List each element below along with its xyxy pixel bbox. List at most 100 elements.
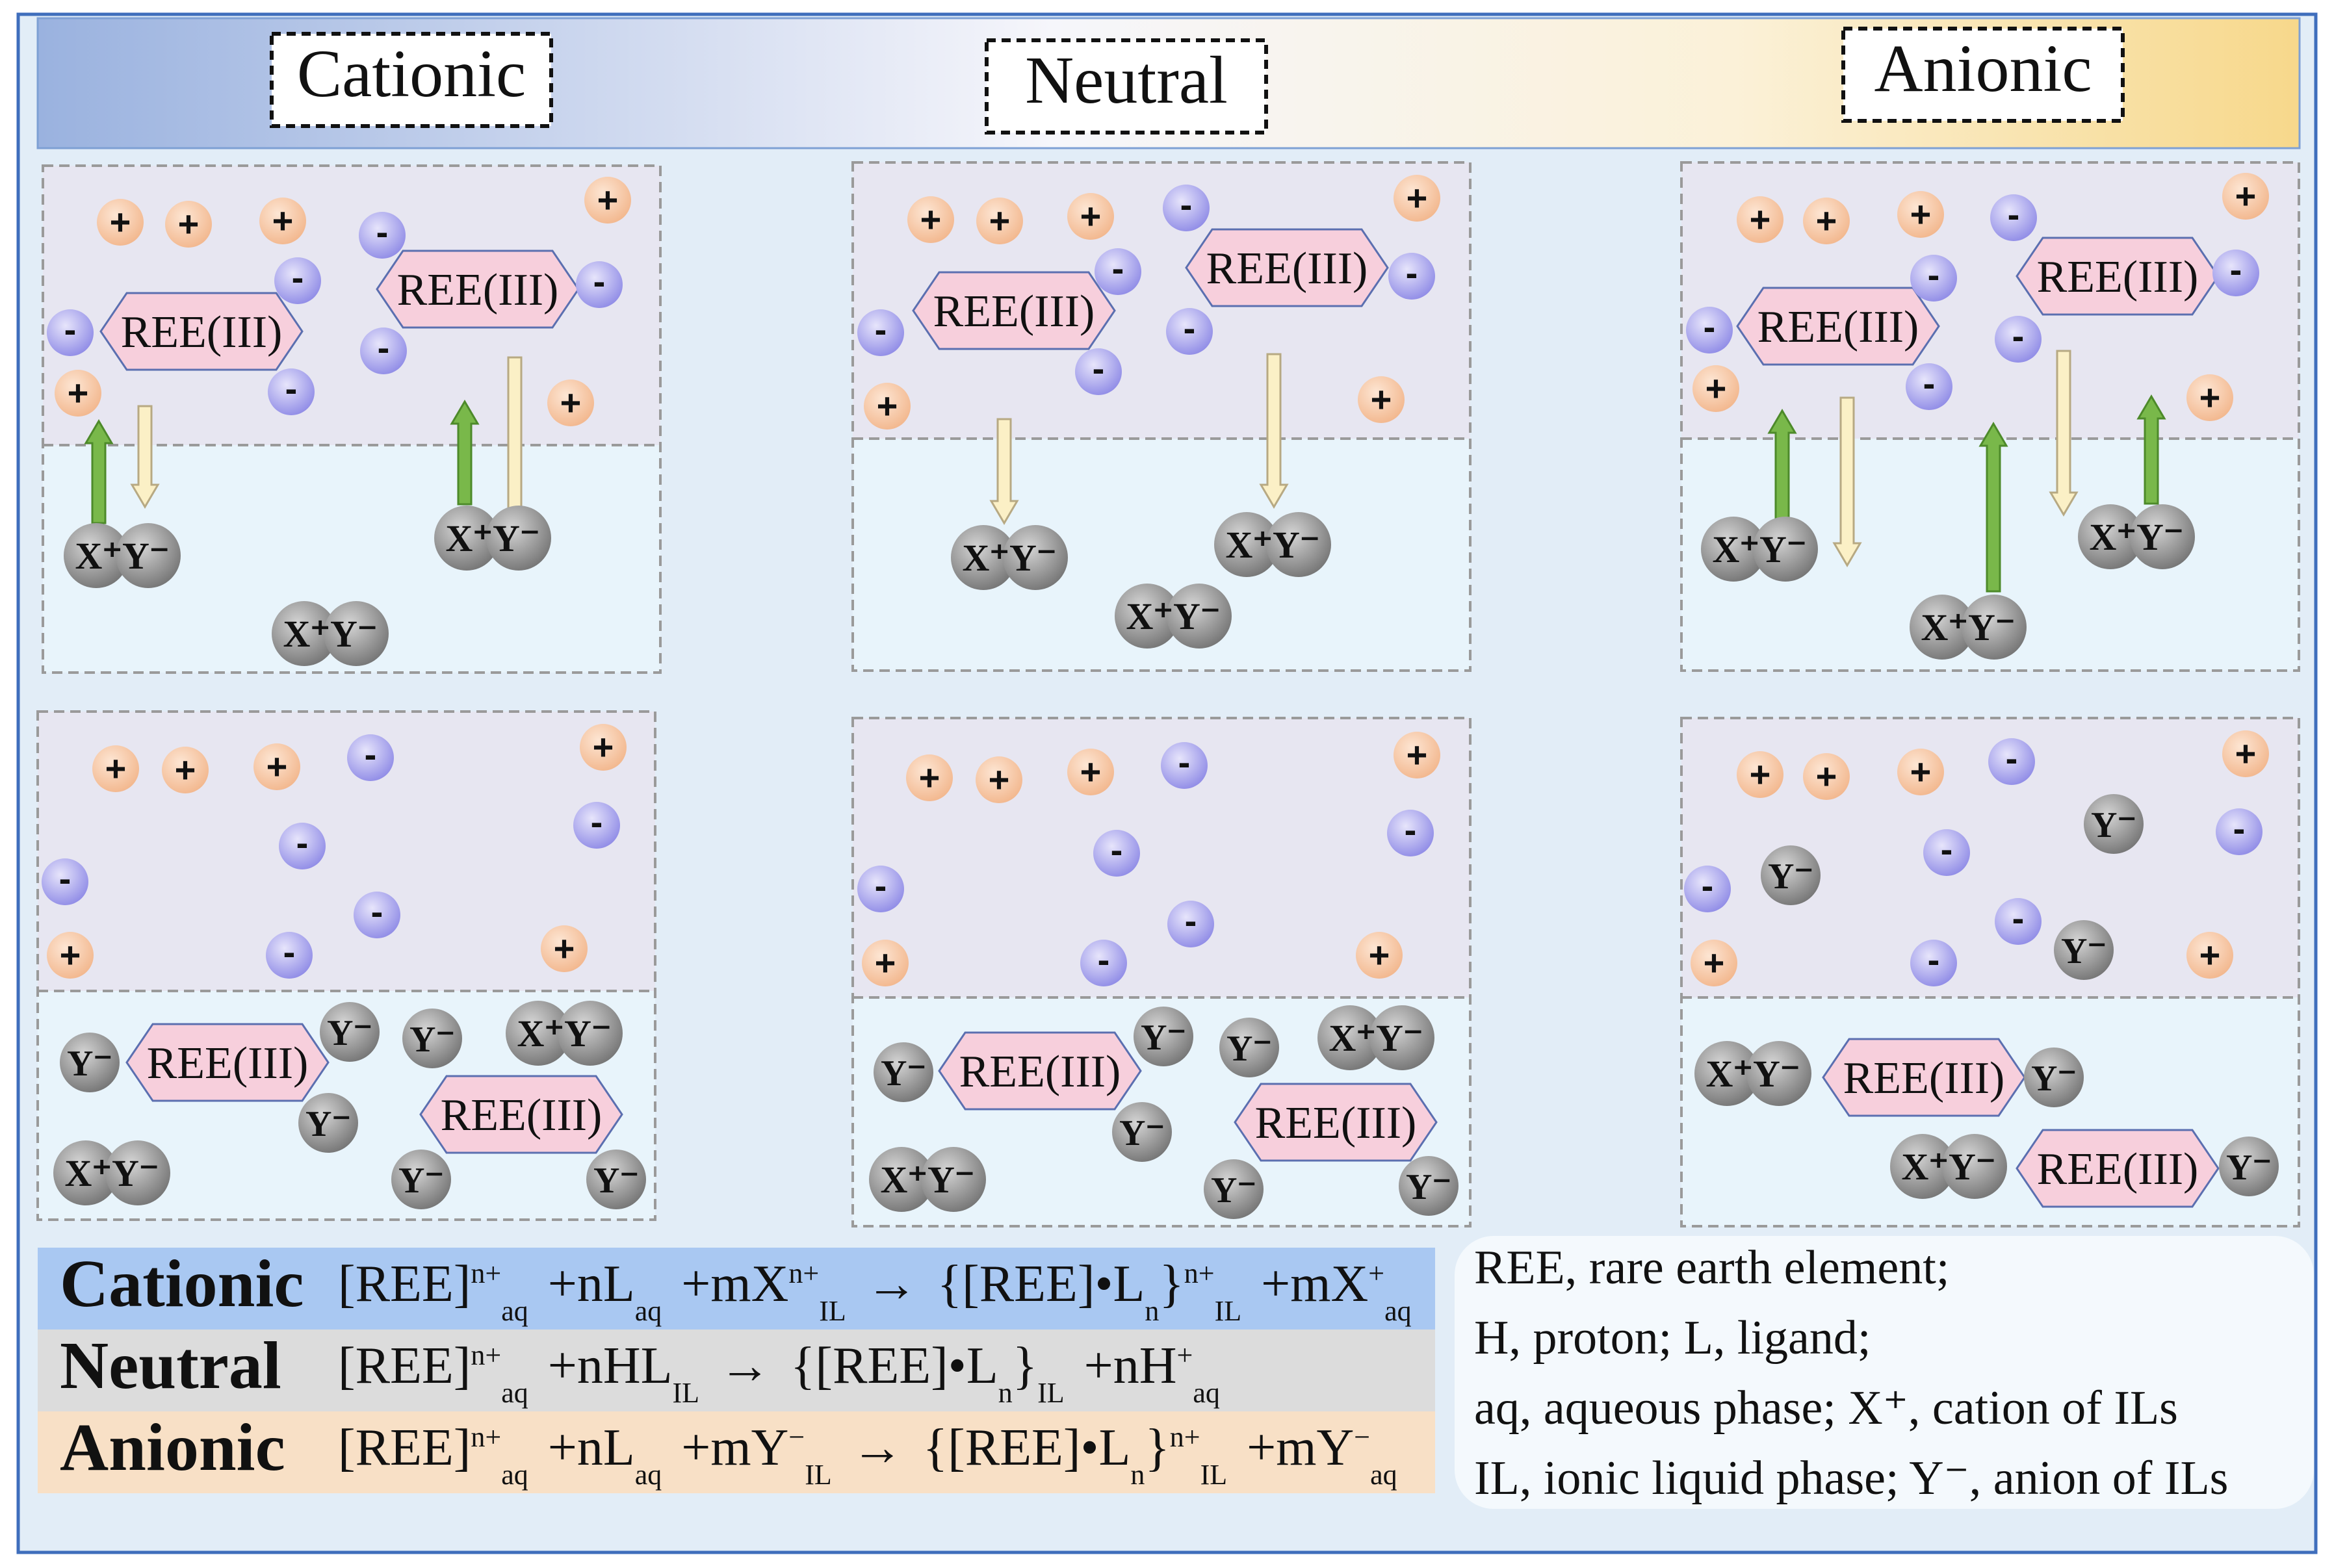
- eq-ligand-count: n: [1145, 1295, 1159, 1327]
- il-sphere-left: [951, 525, 1016, 590]
- il-sphere-right: [1942, 1134, 2007, 1199]
- ionic-liquid-pair: X⁺Y⁻: [869, 1147, 986, 1212]
- plus-sign: +: [110, 201, 131, 242]
- il-anion: Y⁻: [320, 1002, 380, 1062]
- equation-row-cationic: Cationic [REE]n+aq+nLaq+mXn+IL→{[REE]•Ln}…: [60, 1246, 1412, 1327]
- il-anion-sphere: [2219, 1137, 2279, 1196]
- transfer-arrow-down: [1259, 353, 1289, 509]
- plus-sign: +: [989, 759, 1010, 800]
- eq-charge: n+: [1184, 1257, 1215, 1289]
- ion-circle: [1067, 749, 1114, 795]
- anion-label: Y⁻: [1226, 1029, 1272, 1069]
- plus-sign: +: [1816, 200, 1837, 241]
- ion-circle: [1897, 191, 1944, 238]
- ion-circle: [1803, 198, 1850, 244]
- anion-ion: -: [360, 327, 407, 374]
- eq-arrow: →: [719, 1337, 771, 1394]
- il-sphere-right: [1266, 512, 1331, 577]
- legend-line: REE, rare earth element;: [1474, 1241, 1949, 1294]
- ion-circle: [268, 368, 315, 415]
- ion-circle: [359, 212, 406, 259]
- minus-sign: -: [1941, 829, 1953, 869]
- eq-band-cationic: [38, 1248, 1435, 1330]
- anion-label: Y⁻: [327, 1013, 372, 1053]
- ionic-liquid-pair: X⁺Y⁻: [1317, 1005, 1434, 1070]
- ionic-liquid-pair: X⁺Y⁻: [53, 1140, 170, 1205]
- pair-label: X⁺Y⁻: [1921, 606, 2016, 649]
- anion-ion: -: [274, 257, 321, 304]
- il-anion-sphere: [298, 1093, 358, 1153]
- anion-ion: -: [1163, 184, 1210, 231]
- anion-ion: -: [857, 865, 904, 912]
- ion-circle: [1737, 196, 1783, 243]
- ion-circle: [1910, 255, 1957, 302]
- ion-circle: [1093, 830, 1140, 877]
- anion-ion: -: [42, 858, 88, 905]
- il-sphere-left: [1694, 1041, 1759, 1106]
- minus-sign: -: [2008, 194, 2020, 235]
- panel-border: [851, 717, 1472, 1227]
- anion-label: Y⁻: [881, 1053, 926, 1094]
- ionic-liquid-pair: X⁺Y⁻: [506, 1001, 623, 1066]
- anion-ion: -: [1080, 939, 1127, 986]
- minus-sign: -: [2006, 738, 2018, 778]
- ree-complex: REE(III): [912, 271, 1116, 350]
- ion-circle: [1686, 307, 1733, 353]
- anion-ion: -: [359, 211, 406, 259]
- header-cationic: Cationic: [270, 32, 553, 128]
- cation-ion: +: [1394, 732, 1440, 778]
- anion-ion: -: [1995, 315, 2042, 363]
- anion-ion: -: [857, 309, 904, 356]
- il-sphere-right: [2130, 504, 2195, 569]
- il-anion: Y⁻: [1219, 1018, 1279, 1077]
- plus-sign: +: [266, 746, 288, 787]
- il-anion: Y⁻: [1204, 1159, 1264, 1219]
- anion-ion: -: [1923, 829, 1970, 876]
- eq-phase: aq: [635, 1459, 662, 1491]
- il-anion-sphere: [1399, 1156, 1459, 1216]
- il-sphere-left: [506, 1001, 571, 1066]
- cation-ion: +: [2222, 173, 2269, 220]
- eq-band-neutral: [38, 1330, 1435, 1411]
- plus-sign: +: [593, 726, 614, 767]
- ree-complex: REE(III): [2016, 1129, 2220, 1208]
- panel-cationic-final: REE(III)REE(III)++++++------X⁺Y⁻X⁺Y⁻Y⁻Y⁻…: [36, 710, 656, 1221]
- il-anion: Y⁻: [874, 1042, 933, 1102]
- pair-label: X⁺Y⁻: [2090, 516, 2184, 558]
- plus-sign: +: [1407, 734, 1428, 775]
- pair-label: X⁺Y⁻: [283, 613, 378, 655]
- il-sphere-left: [1890, 1134, 1955, 1199]
- eq-charge: n+: [471, 1421, 501, 1453]
- cation-ion: +: [976, 756, 1022, 803]
- ion-circle: [976, 198, 1023, 244]
- eq-phase: IL: [1037, 1377, 1065, 1409]
- il-sphere-left: [272, 601, 337, 666]
- ionic-liquid-pair: X⁺Y⁻: [1214, 512, 1331, 577]
- ree-hexagon: [99, 292, 304, 371]
- anion-label: Y⁻: [1119, 1113, 1165, 1153]
- equation-label: Cationic: [60, 1246, 304, 1321]
- ion-circle: [2216, 808, 2263, 855]
- il-sphere-left: [434, 506, 499, 571]
- il-anion-sphere: [874, 1042, 933, 1102]
- plus-sign: +: [1816, 756, 1837, 797]
- plus-sign: +: [1371, 379, 1392, 420]
- plus-sign: +: [597, 179, 619, 220]
- ion-circle: [266, 932, 313, 979]
- ionic-liquid-pair: X⁺Y⁻: [2078, 504, 2195, 569]
- cation-ion: +: [165, 201, 212, 248]
- cation-ion: +: [92, 745, 139, 792]
- cation-ion: +: [580, 724, 627, 771]
- anion-label: Y⁻: [2226, 1148, 2272, 1188]
- minus-sign: -: [1406, 252, 1418, 293]
- il-sphere-left: [1317, 1005, 1382, 1070]
- ion-circle: [1080, 940, 1127, 986]
- anion-label: Y⁻: [67, 1044, 112, 1084]
- eq-charge: −: [1354, 1421, 1370, 1453]
- equation-text: [REE]n+aq+nLaq+mXn+IL→{[REE]•Ln}n+IL+mX+…: [338, 1255, 1412, 1327]
- plus-sign: +: [560, 382, 582, 423]
- plus-sign: +: [1750, 754, 1771, 795]
- equation-text: [REE]n+aq+nLaq+mY−IL→{[REE]•Ln}n+IL+mY−a…: [338, 1419, 1397, 1491]
- cation-ion: +: [862, 940, 909, 986]
- eq-charge: n+: [471, 1339, 501, 1371]
